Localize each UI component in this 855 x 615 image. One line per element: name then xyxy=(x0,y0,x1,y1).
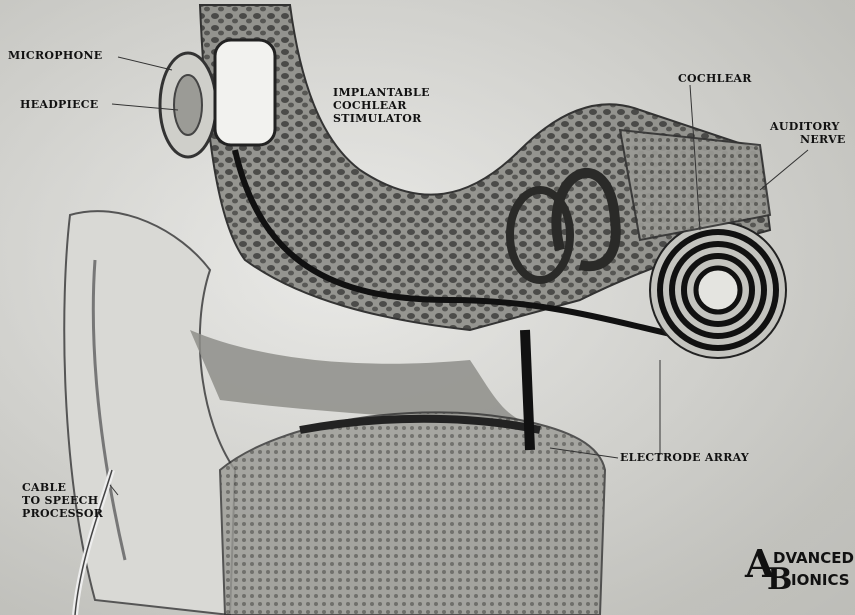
label-electrode-array: ELECTRODE ARRAY xyxy=(620,452,749,464)
lower-bone xyxy=(220,412,605,615)
label-stimulator-line1: IMPLANTABLE xyxy=(333,87,430,99)
label-stimulator-line3: STIMULATOR xyxy=(333,113,422,125)
label-cochlear: COCHLEAR xyxy=(678,73,752,85)
outer-ear xyxy=(64,211,235,615)
logo-letter-b: B xyxy=(767,561,792,599)
advanced-bionics-logo: A DVANCED B IONICS xyxy=(745,545,853,595)
label-stimulator-line2: COCHLEAR xyxy=(333,100,407,112)
label-auditory-line1: AUDITORY xyxy=(770,121,840,133)
cochlea-spiral xyxy=(650,222,786,358)
label-cable-line1: CABLE xyxy=(22,482,66,494)
label-auditory-line2: NERVE xyxy=(800,134,846,146)
logo-word-bionics: IONICS xyxy=(791,571,850,589)
label-cable-line2: TO SPEECH xyxy=(22,495,98,507)
label-cable-line3: PROCESSOR xyxy=(22,508,103,520)
label-microphone: MICROPHONE xyxy=(8,50,103,62)
label-headpiece: HEADPIECE xyxy=(20,99,99,111)
stimulator-device xyxy=(215,40,275,145)
